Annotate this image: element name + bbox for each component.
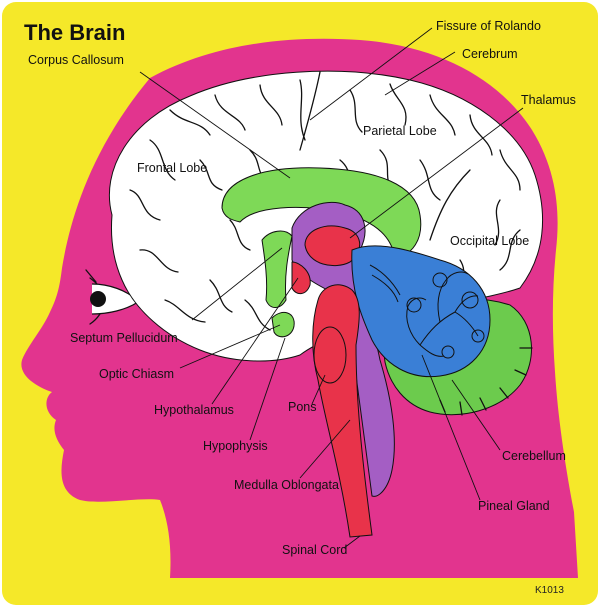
label-septum-pellucidum: Septum Pellucidum xyxy=(70,331,178,345)
label-hypothalamus: Hypothalamus xyxy=(154,403,234,417)
label-pineal-gland: Pineal Gland xyxy=(478,499,550,513)
label-hypophysis: Hypophysis xyxy=(203,439,268,453)
thalamus-shape xyxy=(304,225,360,267)
label-frontal-lobe: Frontal Lobe xyxy=(137,161,207,175)
label-parietal-lobe: Parietal Lobe xyxy=(363,124,437,138)
label-thalamus: Thalamus xyxy=(521,93,576,107)
label-spinal-cord: Spinal Cord xyxy=(282,543,347,557)
title: The Brain xyxy=(24,20,125,45)
label-corpus-callosum: Corpus Callosum xyxy=(28,53,124,67)
label-cerebrum: Cerebrum xyxy=(462,47,518,61)
label-optic-chiasm: Optic Chiasm xyxy=(99,367,174,381)
optic-chiasm-shape xyxy=(271,311,295,338)
label-pons: Pons xyxy=(288,400,317,414)
hypothalamus-shape xyxy=(291,261,311,295)
label-occipital-lobe: Occipital Lobe xyxy=(450,234,529,248)
label-cerebellum: Cerebellum xyxy=(502,449,566,463)
pons-shape xyxy=(313,326,347,384)
label-medulla-oblongata: Medulla Oblongata xyxy=(234,478,339,492)
arbor-vitae xyxy=(369,264,485,359)
fornix-shape xyxy=(261,230,293,308)
label-fissure-of-rolando: Fissure of Rolando xyxy=(436,19,541,33)
product-code: K1013 xyxy=(535,585,564,596)
leader-lines xyxy=(139,27,524,549)
cerebellum-core-shape xyxy=(351,245,491,378)
